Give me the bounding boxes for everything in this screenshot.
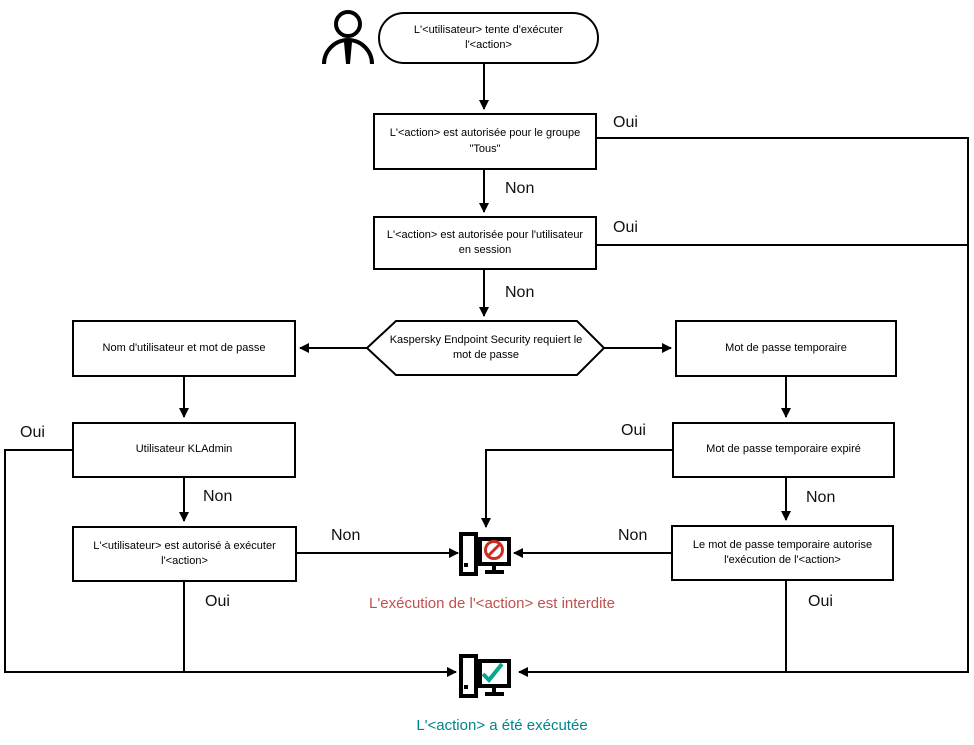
label-userauth-yes: Oui bbox=[205, 593, 230, 610]
label-group-no: Non bbox=[505, 180, 535, 197]
edge-kladmin-yes bbox=[4, 449, 457, 677]
node-group-check: L'<action> est autorisée pour le groupe … bbox=[373, 113, 597, 170]
label-kladmin-yes: Oui bbox=[20, 424, 45, 441]
node-start: L'<utilisateur> tente d'exécuter l'<acti… bbox=[378, 12, 599, 64]
outcome-executed-text: L'<action> a été exécutée bbox=[416, 717, 588, 734]
edges bbox=[4, 64, 969, 677]
outcome-forbidden-text: L'exécution de l'<action> est interdite bbox=[369, 595, 615, 612]
checkmark-icon bbox=[481, 662, 504, 683]
label-group-yes: Oui bbox=[613, 114, 638, 131]
label-kladmin-no: Non bbox=[203, 488, 233, 505]
edge-expired-yes bbox=[481, 449, 672, 528]
edge-group-yes bbox=[518, 137, 969, 677]
node-temp-password: Mot de passe temporaire bbox=[675, 320, 897, 377]
node-temp-authorizes: Le mot de passe temporaire autorise l'ex… bbox=[671, 525, 894, 581]
user-icon bbox=[322, 10, 374, 65]
success-computer-icon bbox=[459, 654, 511, 698]
node-username-password: Nom d'utilisateur et mot de passe bbox=[72, 320, 296, 377]
label-expired-no: Non bbox=[806, 489, 836, 506]
label-session-no: Non bbox=[505, 284, 535, 301]
decision-hexagon bbox=[365, 320, 606, 376]
node-temp-expired: Mot de passe temporaire expiré bbox=[672, 422, 895, 478]
user-tie bbox=[344, 42, 352, 64]
user-head bbox=[334, 10, 362, 38]
label-userauth-no: Non bbox=[331, 527, 361, 544]
node-password-required: Kaspersky Endpoint Security requiert le … bbox=[389, 333, 583, 361]
label-session-yes: Oui bbox=[613, 219, 638, 236]
label-expired-yes: Oui bbox=[621, 422, 646, 439]
prohibition-icon bbox=[484, 540, 504, 560]
label-tempauth-no: Non bbox=[618, 527, 648, 544]
node-kladmin: Utilisateur KLAdmin bbox=[72, 422, 296, 478]
label-tempauth-yes: Oui bbox=[808, 593, 833, 610]
user-shoulders bbox=[322, 38, 374, 65]
node-user-authorized: L'<utilisateur> est autorisé à exécuter … bbox=[72, 526, 297, 582]
blocked-computer-icon bbox=[459, 532, 511, 576]
node-session-check: L'<action> est autorisée pour l'utilisat… bbox=[373, 216, 597, 270]
